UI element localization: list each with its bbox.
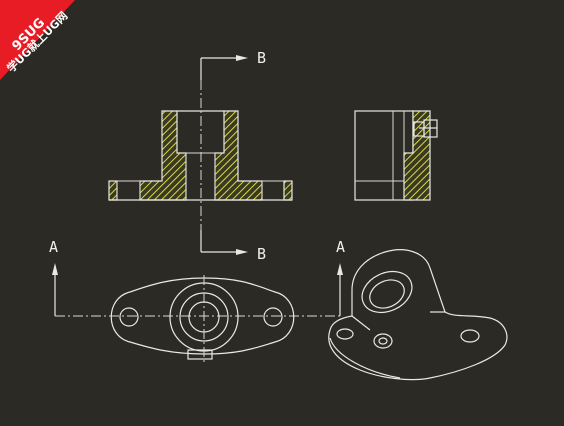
top-view (110, 275, 295, 362)
arrow-icon-b-bottom (236, 249, 248, 255)
arrow-icon-a-right (337, 263, 343, 275)
front-section-view (108, 110, 293, 201)
section-label-b-bottom: B (257, 245, 266, 263)
section-line-a: A A (49, 238, 345, 317)
arrow-icon-a-left (52, 263, 58, 275)
section-label-a-right: A (336, 238, 345, 256)
section-label-b-top: B (257, 49, 266, 67)
isometric-view (328, 249, 508, 381)
section-line-b: B B (200, 49, 266, 263)
watermark-logo: 9SUG 学UG就上UG网 (0, 0, 75, 80)
side-section-view (354, 110, 438, 201)
arrow-icon-b-top (236, 55, 248, 61)
section-label-a-left: A (49, 238, 58, 256)
